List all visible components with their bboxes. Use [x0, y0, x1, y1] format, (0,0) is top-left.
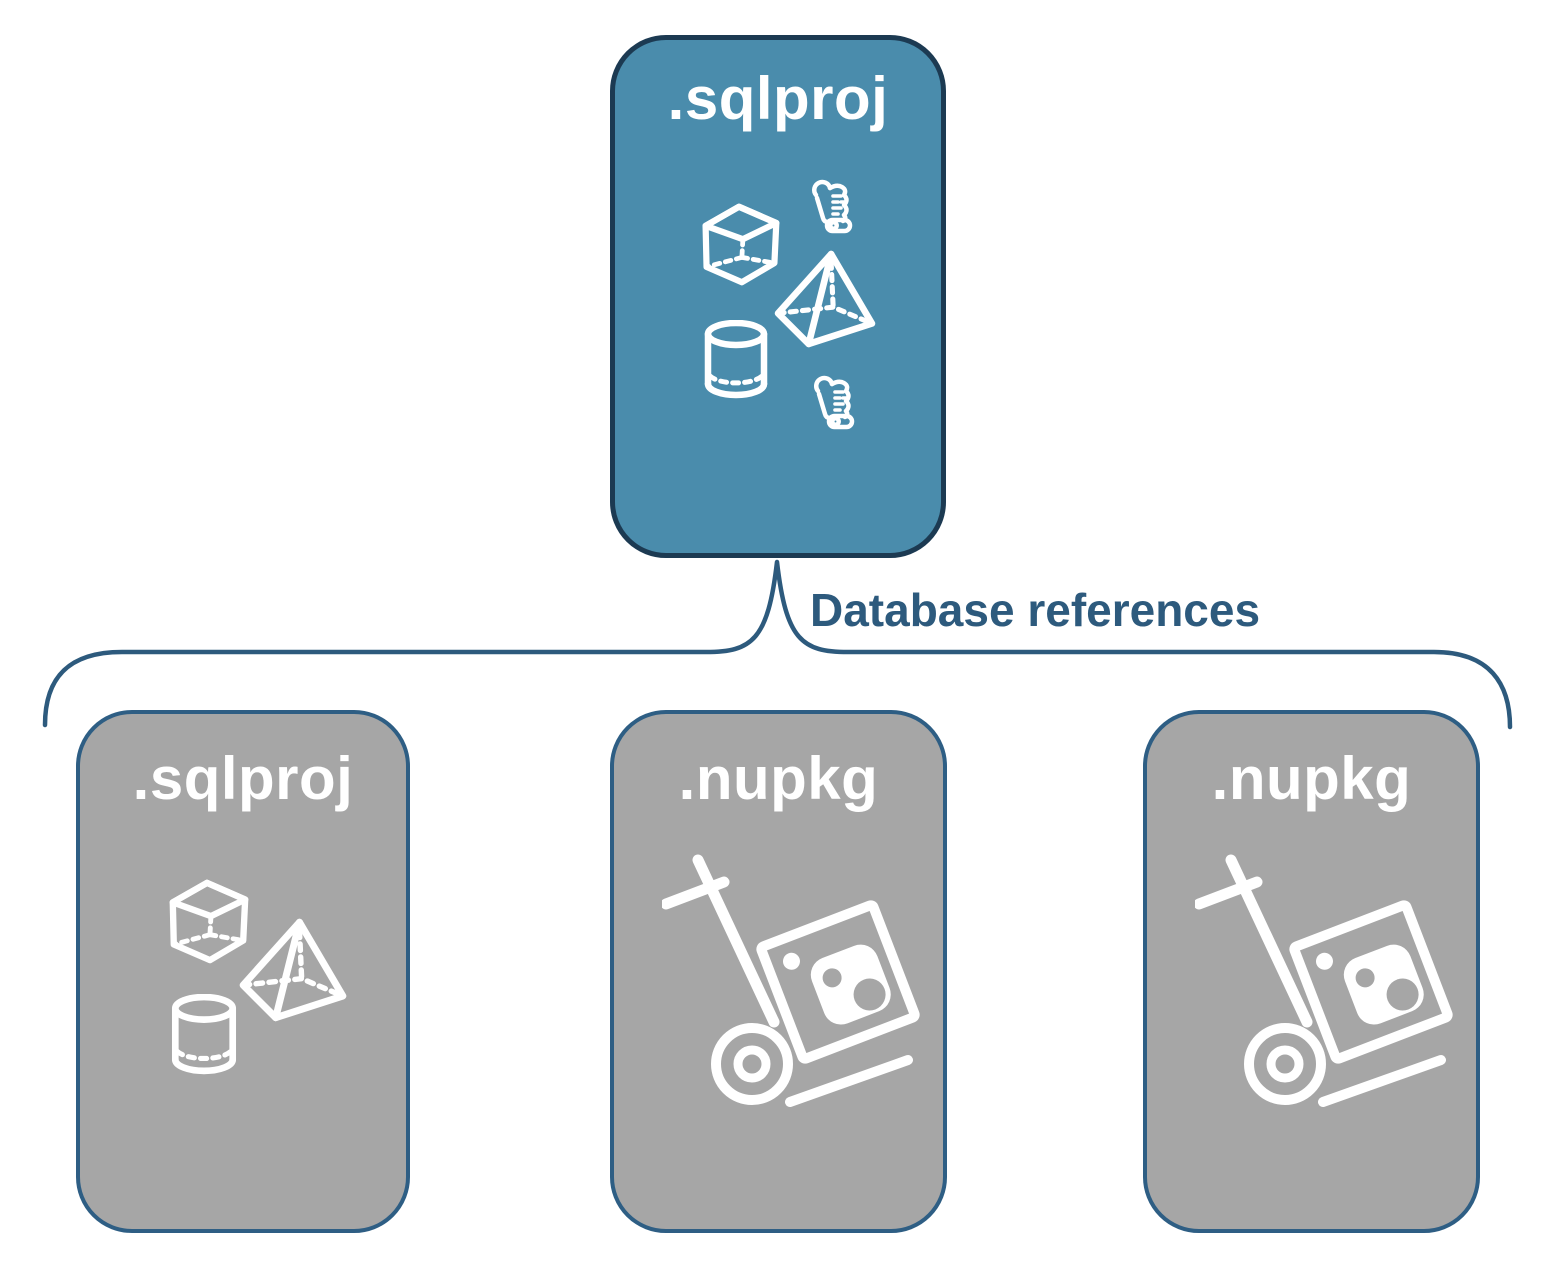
pyramid-icon: [238, 918, 348, 1022]
cylinder-icon: [170, 994, 238, 1076]
brace-connector: [42, 559, 1513, 730]
database-references-label: Database references: [810, 584, 1261, 636]
child-node-sqlproj: .sqlproj: [76, 710, 410, 1233]
script-scroll-icon: [797, 176, 853, 234]
cube-icon: [697, 200, 783, 288]
pyramid-icon: [773, 250, 877, 348]
package-dolly-icon: [1195, 854, 1459, 1130]
root-node-sqlproj: .sqlproj: [610, 35, 946, 558]
node-title: .sqlproj: [132, 745, 354, 812]
child-node-nupkg-1: .nupkg: [610, 710, 947, 1233]
script-scroll-icon: [799, 372, 855, 430]
node-title: .nupkg: [1211, 745, 1412, 812]
cylinder-icon: [703, 320, 769, 400]
package-dolly-icon: [662, 854, 926, 1130]
node-title: .nupkg: [678, 745, 879, 812]
child-node-nupkg-2: .nupkg: [1143, 710, 1480, 1233]
node-title: .sqlproj: [667, 65, 889, 132]
